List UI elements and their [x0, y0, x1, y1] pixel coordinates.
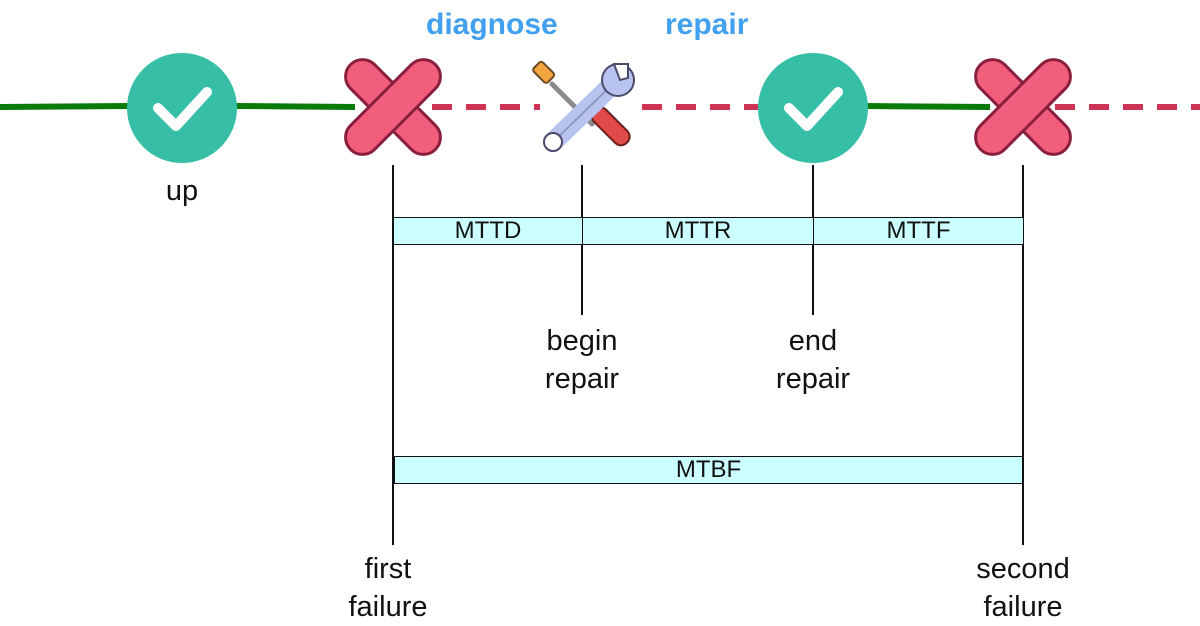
caption-end-repair: end repair — [753, 322, 873, 398]
up-segment-left — [0, 103, 131, 110]
timeline-graphics — [0, 53, 1200, 545]
x-mark-icon — [974, 58, 1072, 156]
caption-first-failure-line2: failure — [348, 591, 428, 623]
wrench-screwdriver-icon — [532, 60, 635, 152]
phase-label-diagnose: diagnose — [426, 8, 558, 41]
interval-mtbf: MTBF — [394, 456, 1023, 484]
caption-second-failure-line2: failure — [983, 591, 1063, 623]
check-circle-icon — [127, 53, 237, 163]
failure-timeline-diagram: diagnose repair up begin repair end repa… — [0, 8, 1200, 623]
caption-end-repair-line2: repair — [775, 363, 851, 395]
caption-up: up — [165, 175, 199, 207]
up-segment-right — [864, 103, 991, 110]
caption-first-failure-line1: first — [364, 553, 412, 585]
caption-second-failure: second failure — [943, 550, 1103, 626]
caption-begin-repair: begin repair — [522, 322, 642, 398]
x-mark-icon — [344, 58, 442, 156]
interval-mttd: MTTD — [393, 217, 583, 245]
caption-end-repair-line1: end — [788, 325, 838, 357]
check-circle-icon — [758, 53, 868, 163]
phase-label-repair: repair — [665, 8, 749, 41]
caption-begin-repair-line2: repair — [544, 363, 620, 395]
interval-mttr: MTTR — [582, 217, 814, 245]
up-segment-middle — [234, 103, 356, 110]
caption-first-failure: first failure — [313, 550, 463, 626]
caption-begin-repair-line1: begin — [546, 325, 618, 357]
caption-second-failure-line1: second — [976, 553, 1070, 585]
interval-mttf: MTTF — [813, 217, 1024, 245]
